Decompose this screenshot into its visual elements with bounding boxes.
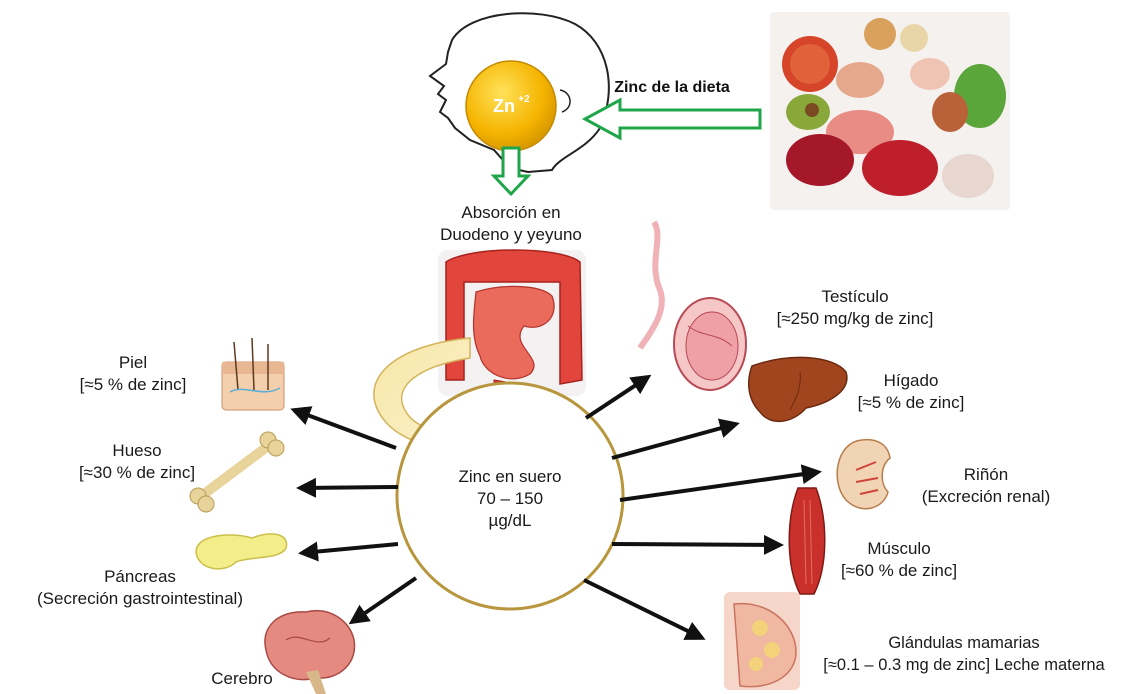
- absorption-label: Absorción en Duodeno y yeyuno: [416, 202, 606, 246]
- serum-zinc-label: Zinc en suero 70 – 150 µg/dL: [430, 466, 590, 532]
- mamarias-detail: [≈0.1 – 0.3 mg de zinc] Leche materna: [790, 654, 1138, 676]
- musculo-detail: [≈60 % de zinc]: [824, 560, 974, 582]
- arrow-to-testiculo: [586, 377, 648, 418]
- diet-label: Zinc de la dieta: [614, 79, 730, 96]
- zinc-ion-symbol: Zn: [493, 96, 515, 116]
- musculo-name: Músculo: [824, 538, 974, 560]
- hueso-name: Hueso: [52, 440, 222, 462]
- mammary-gland-illustration: [724, 592, 800, 690]
- absorption-line-2: Duodeno y yeyuno: [416, 224, 606, 246]
- testiculo-name: Testículo: [750, 286, 960, 308]
- hueso-label: Hueso [≈30 % de zinc]: [52, 440, 222, 484]
- piel-name: Piel: [48, 352, 218, 374]
- arrow-to-rinon: [620, 472, 818, 500]
- mamarias-name: Glándulas mamarias: [790, 632, 1138, 654]
- zinc-ion-charge: +2: [518, 94, 530, 105]
- arrow-to-mamarias: [584, 580, 702, 638]
- rinon-label: Riñón (Excreción renal): [896, 464, 1076, 508]
- hueso-detail: [≈30 % de zinc]: [52, 462, 222, 484]
- arrow-to-higado: [612, 424, 736, 458]
- rinon-detail: (Excreción renal): [896, 486, 1076, 508]
- piel-detail: [≈5 % de zinc]: [48, 374, 218, 396]
- diet-to-head-arrow: [585, 100, 760, 138]
- cerebro-name: Cerebro: [192, 668, 292, 690]
- cerebro-label: Cerebro: [192, 668, 292, 690]
- testiculo-detail: [≈250 mg/kg de zinc]: [750, 308, 960, 330]
- serum-line-3: µg/dL: [430, 510, 590, 532]
- arrow-to-musculo: [612, 544, 780, 545]
- pancreas-name: Páncreas: [4, 566, 276, 588]
- muscle-illustration: [789, 488, 825, 594]
- testis-illustration: [640, 222, 746, 390]
- higado-detail: [≈5 % de zinc]: [836, 392, 986, 414]
- musculo-label: Músculo [≈60 % de zinc]: [824, 538, 974, 582]
- skin-illustration: [222, 338, 284, 410]
- serum-line-1: Zinc en suero: [430, 466, 590, 488]
- arrow-to-pancreas: [302, 544, 398, 553]
- testiculo-label: Testículo [≈250 mg/kg de zinc]: [750, 286, 960, 330]
- higado-name: Hígado: [836, 370, 986, 392]
- arrow-to-cerebro: [352, 578, 416, 622]
- liver-illustration: [749, 357, 847, 421]
- mamarias-label: Glándulas mamarias [≈0.1 – 0.3 mg de zin…: [790, 632, 1138, 676]
- pancreas-label: Páncreas (Secreción gastrointestinal): [4, 566, 276, 610]
- zinc-ion-icon: Zn +2: [466, 61, 556, 151]
- arrow-to-hueso: [300, 487, 398, 488]
- serum-line-2: 70 – 150: [430, 488, 590, 510]
- pancreas-detail: (Secreción gastrointestinal): [4, 588, 276, 610]
- pancreas-illustration: [196, 534, 287, 569]
- rinon-name: Riñón: [896, 464, 1076, 486]
- higado-label: Hígado [≈5 % de zinc]: [836, 370, 986, 414]
- kidney-illustration: [837, 440, 890, 509]
- piel-label: Piel [≈5 % de zinc]: [48, 352, 218, 396]
- absorption-line-1: Absorción en: [416, 202, 606, 224]
- food-photo: [770, 12, 1010, 210]
